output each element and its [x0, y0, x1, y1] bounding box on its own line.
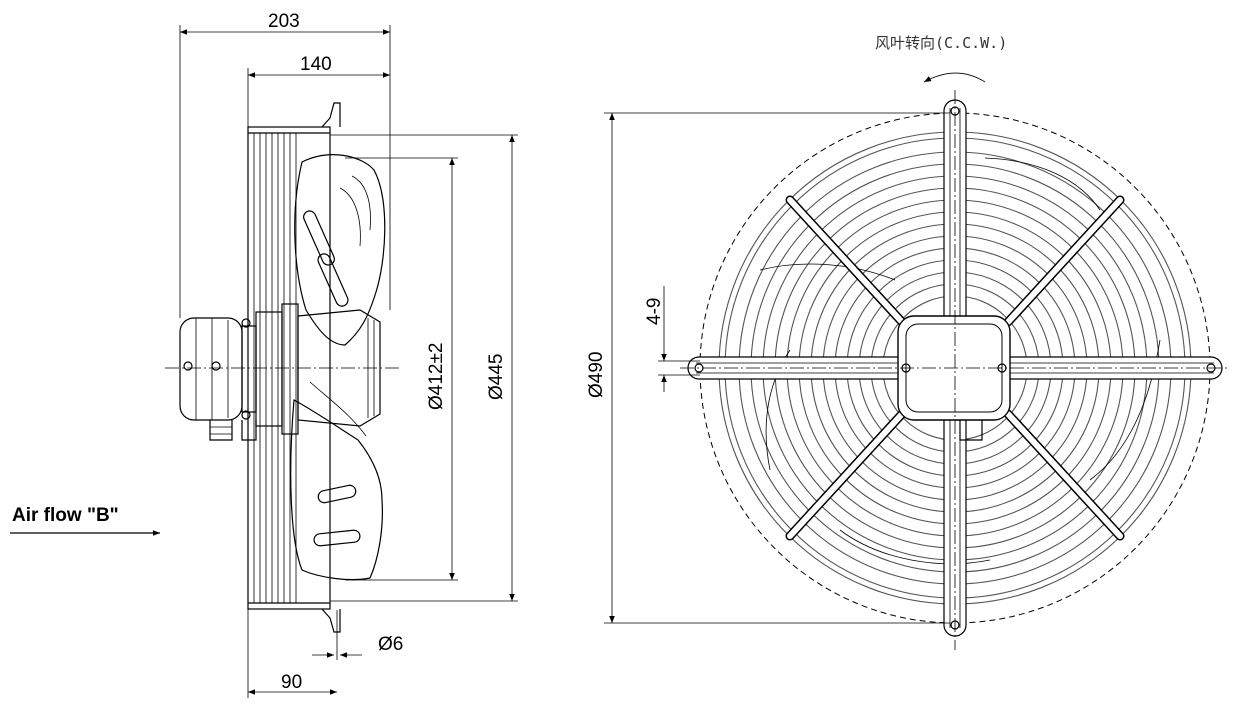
- dim-housing-diameter: Ø445: [486, 354, 507, 400]
- bottom-mount-tab: [321, 608, 341, 633]
- dim-hole-diameter: Ø6: [378, 634, 403, 655]
- top-mount-tab: [321, 102, 341, 128]
- side-view: 203 140 90 Ø6 Ø412±2 Ø445 Air flow "B": [10, 11, 518, 698]
- dim-body-length: 140: [300, 54, 332, 75]
- airflow-label: Air flow "B": [12, 505, 119, 526]
- fan-blades: [290, 154, 386, 581]
- rotation-arrow: [923, 72, 986, 83]
- dim-blade-diameter: Ø412±2: [426, 343, 447, 410]
- dim-overall-length: 203: [268, 11, 300, 32]
- dim-guard-diameter: Ø490: [586, 352, 607, 398]
- dim-slot-range: 4-9: [644, 298, 665, 325]
- front-blades: [759, 157, 1161, 565]
- dim-mount-offset: 90: [281, 672, 302, 693]
- front-view: 风叶转向(C.C.W.): [586, 34, 1230, 650]
- motor: [179, 303, 299, 441]
- rotation-label: 风叶转向(C.C.W.): [875, 34, 1007, 52]
- hub: [297, 309, 381, 427]
- guard-struts: [785, 195, 1125, 541]
- housing-ring: [247, 126, 331, 610]
